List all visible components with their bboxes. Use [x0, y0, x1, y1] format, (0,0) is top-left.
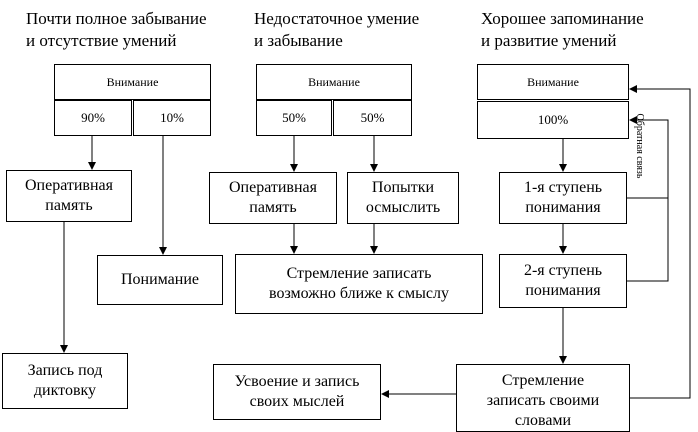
col3-assimilation-box: Усвоение и запись своих мыслей — [213, 364, 381, 420]
col1-pct-right-box: 10% — [133, 100, 211, 136]
col1-working-memory-box: Оперативная память — [6, 170, 132, 222]
col3-step2-box: 2-я ступень понимания — [499, 254, 627, 308]
col2-striving-box: Стремление записать возможно ближе к смы… — [235, 254, 483, 314]
col2-pct-right-box: 50% — [333, 100, 412, 136]
col3-pct-box: 100% — [477, 101, 629, 139]
feedback-step2-to-100 — [627, 120, 669, 282]
col2-pct-left-box: 50% — [256, 100, 332, 136]
col3-striving-box: Стремление записать своими словами — [456, 364, 630, 432]
col2-working-memory-box: Оперативная память — [209, 172, 337, 224]
col3-attention-box: Внимание — [477, 64, 629, 100]
header-col1: Почти полное забывание и отсутствие умен… — [26, 9, 207, 50]
feedback-step1-to-100 — [627, 116, 669, 199]
header-col2: Недостаточное умение и забывание — [254, 9, 420, 50]
feedback-striving-to-attention — [629, 85, 691, 399]
col1-pct-left-box: 90% — [54, 100, 132, 136]
col2-attempts-box: Попытки осмыслить — [347, 172, 459, 224]
col1-dictation-box: Запись под диктовку — [2, 353, 128, 409]
col3-step1-box: 1-я ступень понимания — [499, 172, 627, 224]
col2-attention-box: Внимание — [256, 64, 412, 100]
header-col3: Хорошее запоминание и развитие умений — [481, 9, 644, 50]
col1-attention-box: Внимание — [54, 64, 211, 100]
col1-understanding-box: Понимание — [97, 255, 223, 305]
